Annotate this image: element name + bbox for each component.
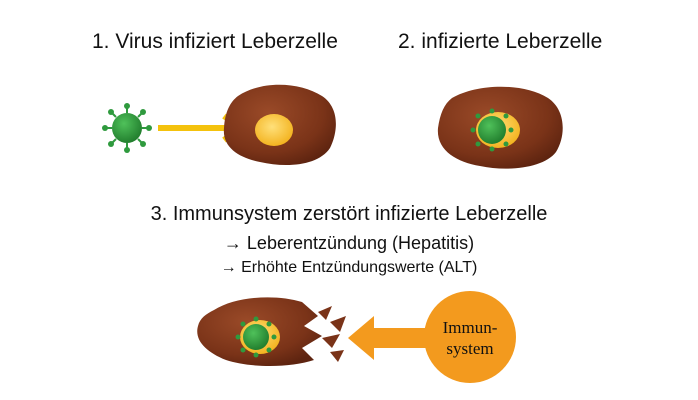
liver-cell-destroyed — [197, 297, 322, 366]
liver-cell-infected — [437, 86, 563, 169]
immune-label-line1: Immun- — [443, 318, 498, 337]
virus-particle — [102, 103, 152, 153]
step3-label: 3. Immunsystem zerstört infizierte Leber… — [150, 203, 548, 225]
immune-system-circle: Immun- system — [424, 291, 516, 383]
virus-in-cell — [470, 108, 514, 152]
step1-label: 1. Virus infiziert Leberzelle — [92, 30, 338, 53]
immune-attack-arrow — [348, 316, 426, 360]
liver-cell-initial — [223, 84, 336, 166]
step2-label: 2. infizierte Leberzelle — [398, 30, 603, 53]
immune-label-line2: system — [446, 339, 493, 358]
alt-consequence: → Erhöhte Entzündungswerte (ALT) — [220, 259, 478, 276]
infection-spot — [255, 114, 293, 146]
cell-fragments — [318, 306, 346, 362]
hepatitis-consequence: → Leberentzündung (Hepatitis) — [223, 233, 475, 253]
